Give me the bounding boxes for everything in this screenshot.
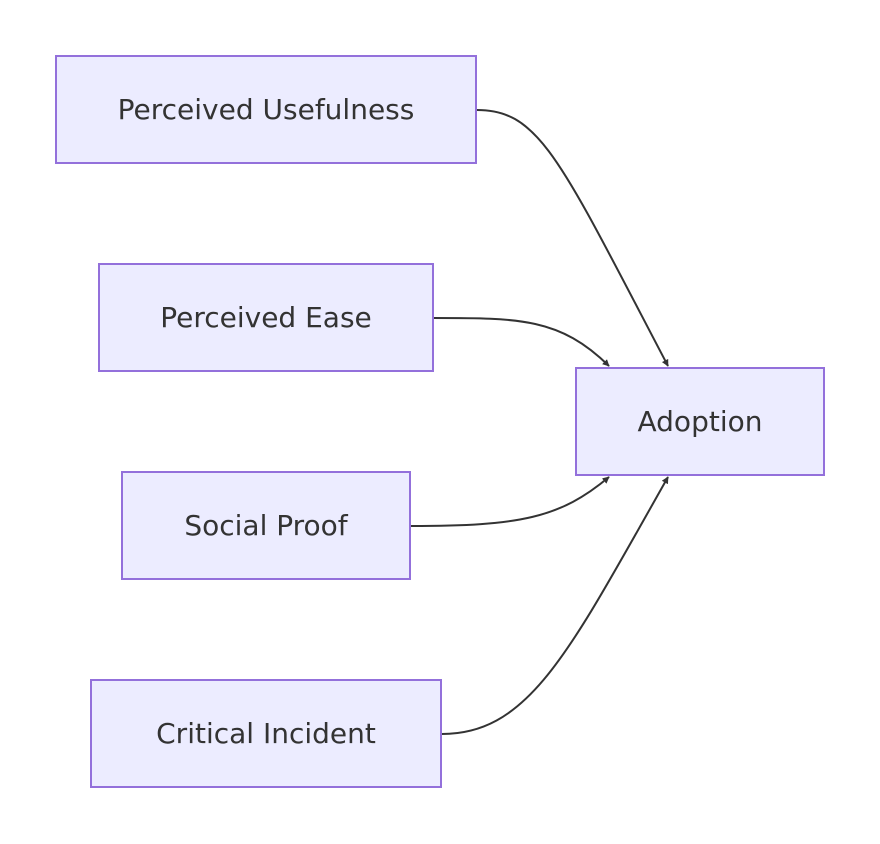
node-perceived-usefulness[interactable]: Perceived Usefulness — [55, 55, 477, 164]
node-perceived-ease[interactable]: Perceived Ease — [98, 263, 434, 372]
node-adoption[interactable]: Adoption — [575, 367, 825, 476]
edge-incident-to-adoption — [441, 476, 669, 735]
node-label: Critical Incident — [156, 717, 376, 750]
node-label: Perceived Ease — [160, 301, 372, 334]
node-label: Adoption — [638, 405, 763, 438]
node-social-proof[interactable]: Social Proof — [121, 471, 411, 580]
node-label: Social Proof — [184, 509, 348, 542]
node-label: Perceived Usefulness — [118, 93, 415, 126]
edge-usefulness-to-adoption — [476, 109, 669, 367]
edge-social-to-adoption — [410, 476, 610, 527]
edges — [410, 109, 669, 735]
node-critical-incident[interactable]: Critical Incident — [90, 679, 442, 788]
edge-ease-to-adoption — [432, 317, 610, 367]
